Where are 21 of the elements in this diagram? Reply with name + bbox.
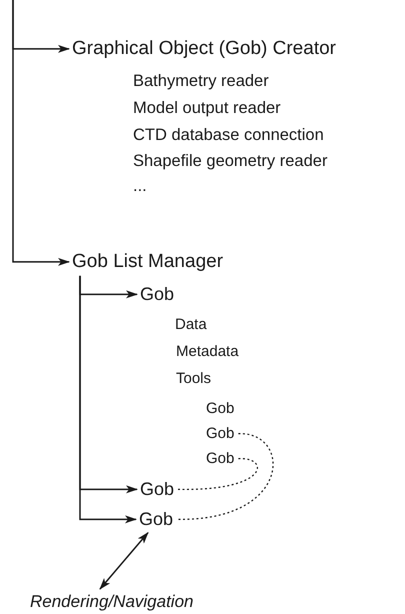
component-label: Rendering/Navigation — [30, 592, 194, 612]
list-item-label: Shapefile geometry reader — [133, 152, 328, 171]
list-item-label: Data — [175, 316, 207, 334]
component-label: Gob List Manager — [72, 251, 224, 273]
component-label: Graphical Object (Gob) Creator — [72, 38, 336, 60]
component-label: Gob — [140, 479, 174, 500]
list-item-label: Gob — [206, 400, 234, 418]
component-label: Gob — [140, 284, 174, 305]
list-item-label: ... — [133, 177, 147, 196]
list-item-label: CTD database connection — [133, 126, 324, 145]
list-item-label: Model output reader — [133, 99, 281, 118]
double-arrow — [99, 532, 149, 590]
component-label: Gob — [206, 425, 234, 442]
connector-line — [177, 433, 274, 520]
arrow — [12, 0, 70, 266]
component-label: Gob — [206, 450, 234, 468]
list-item-label: Bathymetry reader — [133, 72, 269, 91]
component-label: Gob — [139, 509, 174, 530]
list-item-label: Metadata — [176, 343, 239, 360]
connector-line — [178, 458, 258, 490]
list-item-label: Tools — [176, 370, 212, 388]
